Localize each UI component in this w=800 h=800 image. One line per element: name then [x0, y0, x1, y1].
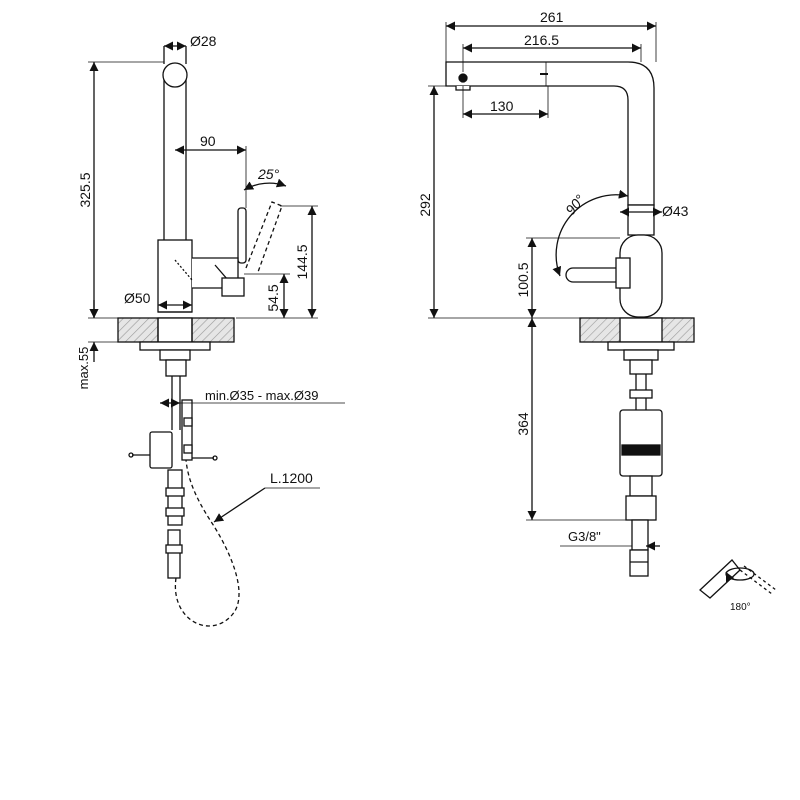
text-body-diameter: Ø43: [662, 203, 689, 219]
dim-lever-reach: [175, 145, 247, 208]
text-under-deck: 364: [515, 412, 531, 436]
text-total-reach: 261: [540, 9, 564, 25]
aerator-outlet: [458, 73, 468, 83]
text-lever-height-front: 100.5: [515, 262, 531, 297]
front-mounting-hardware: [607, 341, 675, 577]
hose-weight: [149, 431, 173, 469]
pullout-hose-loop: [174, 459, 240, 627]
text-thread: G3/8": [568, 529, 601, 544]
dim-lever-lower: [244, 273, 290, 318]
dim-lever-angle: [243, 178, 287, 191]
text-lever-reach: 90: [200, 133, 216, 149]
dim-hose-length-leader: [213, 487, 320, 523]
spout-top-circle: [162, 62, 188, 88]
side-view: [88, 41, 345, 627]
text-height-total: 325.5: [77, 172, 93, 207]
dim-height-outlet: [428, 85, 580, 319]
rotation-180-icon: [699, 559, 777, 599]
front-hose-weight: [619, 409, 663, 477]
text-swivel-angle: 90°: [562, 191, 588, 218]
l-spout: [445, 61, 655, 206]
dim-spout-diameter: [163, 41, 187, 64]
front-view: [428, 21, 695, 577]
dim-lever-height-front: [526, 237, 620, 318]
text-hose-length: L.1200: [270, 470, 313, 486]
text-lever-angle: 25°: [257, 166, 280, 182]
mounting-hardware: [128, 341, 240, 627]
text-spout-diameter: Ø28: [190, 33, 217, 49]
spout-tube: [162, 62, 188, 240]
front-faucet-body: [565, 204, 663, 318]
text-lever-lower: 54.5: [265, 284, 281, 311]
text-base-diameter: Ø50: [124, 290, 151, 306]
text-lever-height: 144.5: [294, 244, 310, 279]
dim-max-deck: [88, 300, 118, 362]
dim-total-reach: [445, 21, 657, 62]
text-hole-diameter: min.Ø35 - max.Ø39: [205, 388, 318, 403]
faucet-body: [157, 201, 283, 313]
text-max-deck: max.55: [76, 347, 91, 390]
text-outlet-reach: 130: [490, 98, 514, 114]
dim-outlet-reach: [462, 86, 549, 119]
text-rotation-label: 180°: [730, 602, 751, 613]
dim-lever-height: [236, 205, 318, 319]
text-height-outlet: 292: [417, 193, 433, 217]
lever-handle: [237, 207, 247, 264]
text-spout-reach: 216.5: [524, 32, 559, 48]
dim-under-deck: [526, 318, 626, 521]
dim-height-total: [88, 61, 164, 319]
dim-spout-reach: [462, 43, 642, 72]
swivel-arc: [552, 189, 629, 277]
